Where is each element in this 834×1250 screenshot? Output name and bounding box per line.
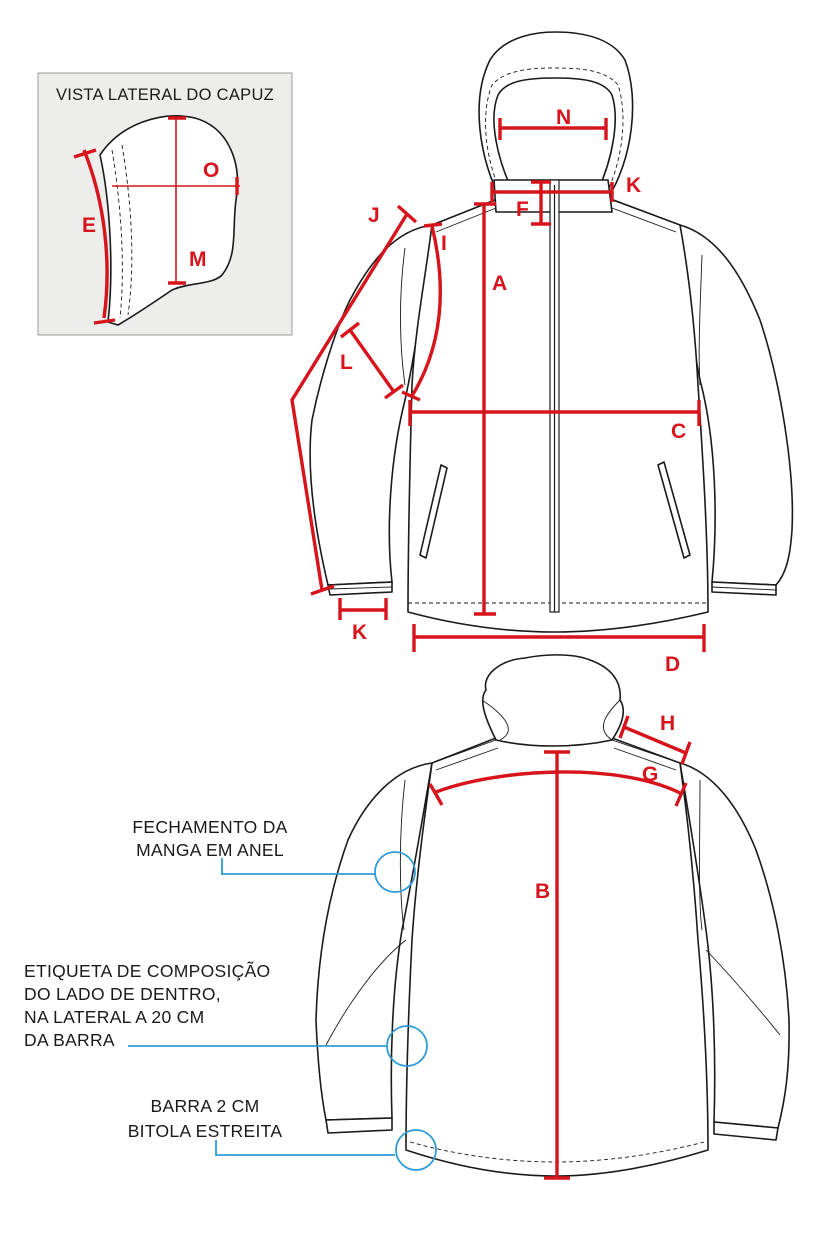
inset-title: VISTA LATERAL DO CAPUZ	[56, 86, 274, 104]
note-hem-line-1: BARRA 2 CM	[151, 1096, 260, 1116]
measure-k-cuff: K	[338, 598, 388, 644]
label-h: H	[660, 712, 675, 735]
note-sleeve-closure: FECHAMENTO DA MANGA EM ANEL	[132, 817, 416, 893]
back-hood	[481, 654, 625, 747]
label-g: G	[642, 763, 658, 786]
front-left-sleeve	[309, 224, 433, 586]
measure-j: J	[290, 204, 418, 596]
label-e: E	[82, 214, 96, 237]
hood-side-view-inset: VISTA LATERAL DO CAPUZ E O M	[37, 72, 293, 336]
note-hem: BARRA 2 CM BITOLA ESTREITA	[128, 1096, 437, 1171]
measure-n: N	[498, 106, 608, 140]
label-a: A	[492, 272, 507, 295]
measure-g: G	[428, 763, 688, 807]
note-sleeve-closure-line-2: MANGA EM ANEL	[136, 840, 284, 860]
hood-side-drawing	[99, 115, 239, 326]
label-d: D	[665, 653, 680, 676]
note-label-line-4: DA BARRA	[24, 1030, 115, 1050]
label-f: F	[516, 198, 529, 221]
label-k-collar: K	[626, 174, 641, 197]
measure-f: F	[516, 180, 551, 226]
measure-e: E	[73, 148, 116, 325]
measure-k-collar: K	[490, 174, 641, 202]
back-left-sleeve	[315, 762, 433, 1121]
label-l: L	[340, 351, 353, 374]
callout-circle-hem	[395, 1129, 437, 1171]
jacket-front-view	[309, 31, 794, 633]
label-j: J	[368, 204, 380, 227]
measure-m: M	[168, 116, 207, 285]
left-pocket	[419, 464, 448, 559]
callout-circle-sleeve	[374, 851, 416, 893]
label-c: C	[671, 420, 686, 443]
note-label-line-3: NA LATERAL A 20 CM	[24, 1007, 204, 1027]
note-label-line-1: ETIQUETA DE COMPOSIÇÃO	[24, 960, 270, 981]
measure-c: C	[408, 400, 701, 443]
measure-h: H	[618, 712, 692, 765]
measure-i: I	[401, 222, 447, 402]
label-o: O	[203, 159, 219, 182]
note-hem-line-2: BITOLA ESTREITA	[128, 1121, 283, 1141]
note-composition-label: ETIQUETA DE COMPOSIÇÃO DO LADO DE DENTRO…	[24, 960, 428, 1067]
measure-l: L	[339, 321, 404, 400]
measure-a: A	[474, 202, 507, 616]
label-i: I	[441, 232, 447, 255]
measure-d: D	[412, 624, 706, 676]
label-n: N	[556, 106, 571, 129]
note-label-line-2: DO LADO DE DENTRO,	[24, 984, 221, 1004]
right-pocket	[657, 461, 691, 559]
jacket-back-view	[315, 654, 790, 1177]
label-b: B	[535, 880, 550, 903]
measure-b: B	[535, 750, 570, 1180]
back-right-sleeve	[679, 762, 790, 1129]
label-m: M	[189, 248, 207, 271]
note-sleeve-closure-line-1: FECHAMENTO DA	[132, 817, 287, 837]
callout-circle-label	[386, 1025, 428, 1067]
label-k-cuff: K	[352, 621, 367, 644]
